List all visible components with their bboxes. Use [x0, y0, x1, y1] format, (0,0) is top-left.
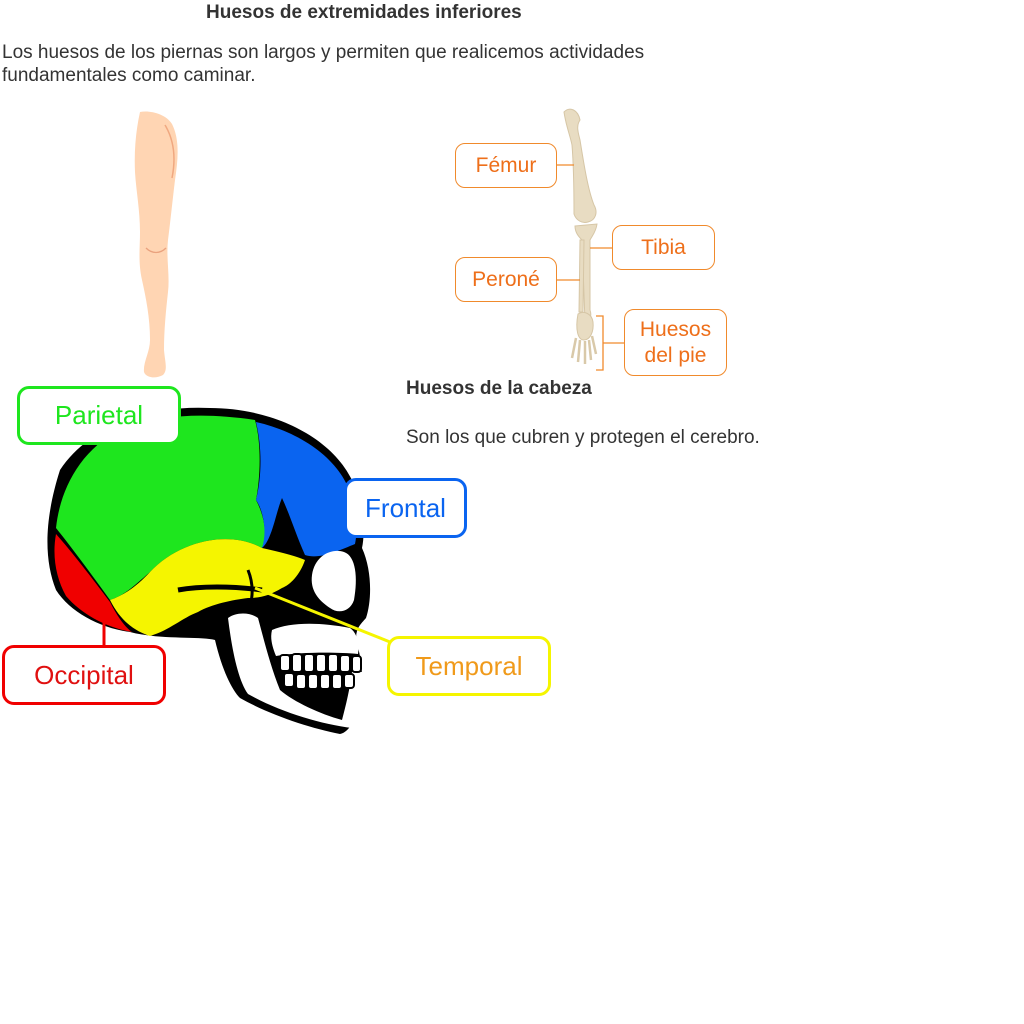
legs-description: Los huesos de los piernas son largos y p… [2, 42, 645, 86]
skull-label-connectors [102, 586, 391, 646]
skull-illustration [47, 407, 371, 734]
label-perone: Peroné [455, 257, 557, 302]
parietal-region [56, 415, 265, 600]
label-parietal: Parietal [17, 386, 181, 445]
label-temporal: Temporal [387, 636, 551, 696]
frontal-region [256, 422, 357, 557]
label-huesos-del-pie: Huesos del pie [624, 309, 727, 376]
occipital-region [54, 534, 132, 632]
head-description: Son los que cubren y protegen el cerebro… [406, 427, 760, 448]
legs-title: Huesos de extremidades inferiores [206, 2, 522, 23]
label-frontal: Frontal [344, 478, 467, 538]
label-huesos-del-pie-line1: Huesos [639, 317, 712, 341]
label-huesos-del-pie-line2: del pie [644, 343, 707, 367]
label-femur: Fémur [455, 143, 557, 188]
leg-illustration [134, 111, 178, 378]
head-title: Huesos de la cabeza [406, 378, 592, 399]
leg-skeleton-illustration [563, 108, 598, 364]
bone-label-connectors [556, 164, 624, 371]
label-occipital: Occipital [2, 645, 166, 705]
label-tibia: Tibia [612, 225, 715, 270]
